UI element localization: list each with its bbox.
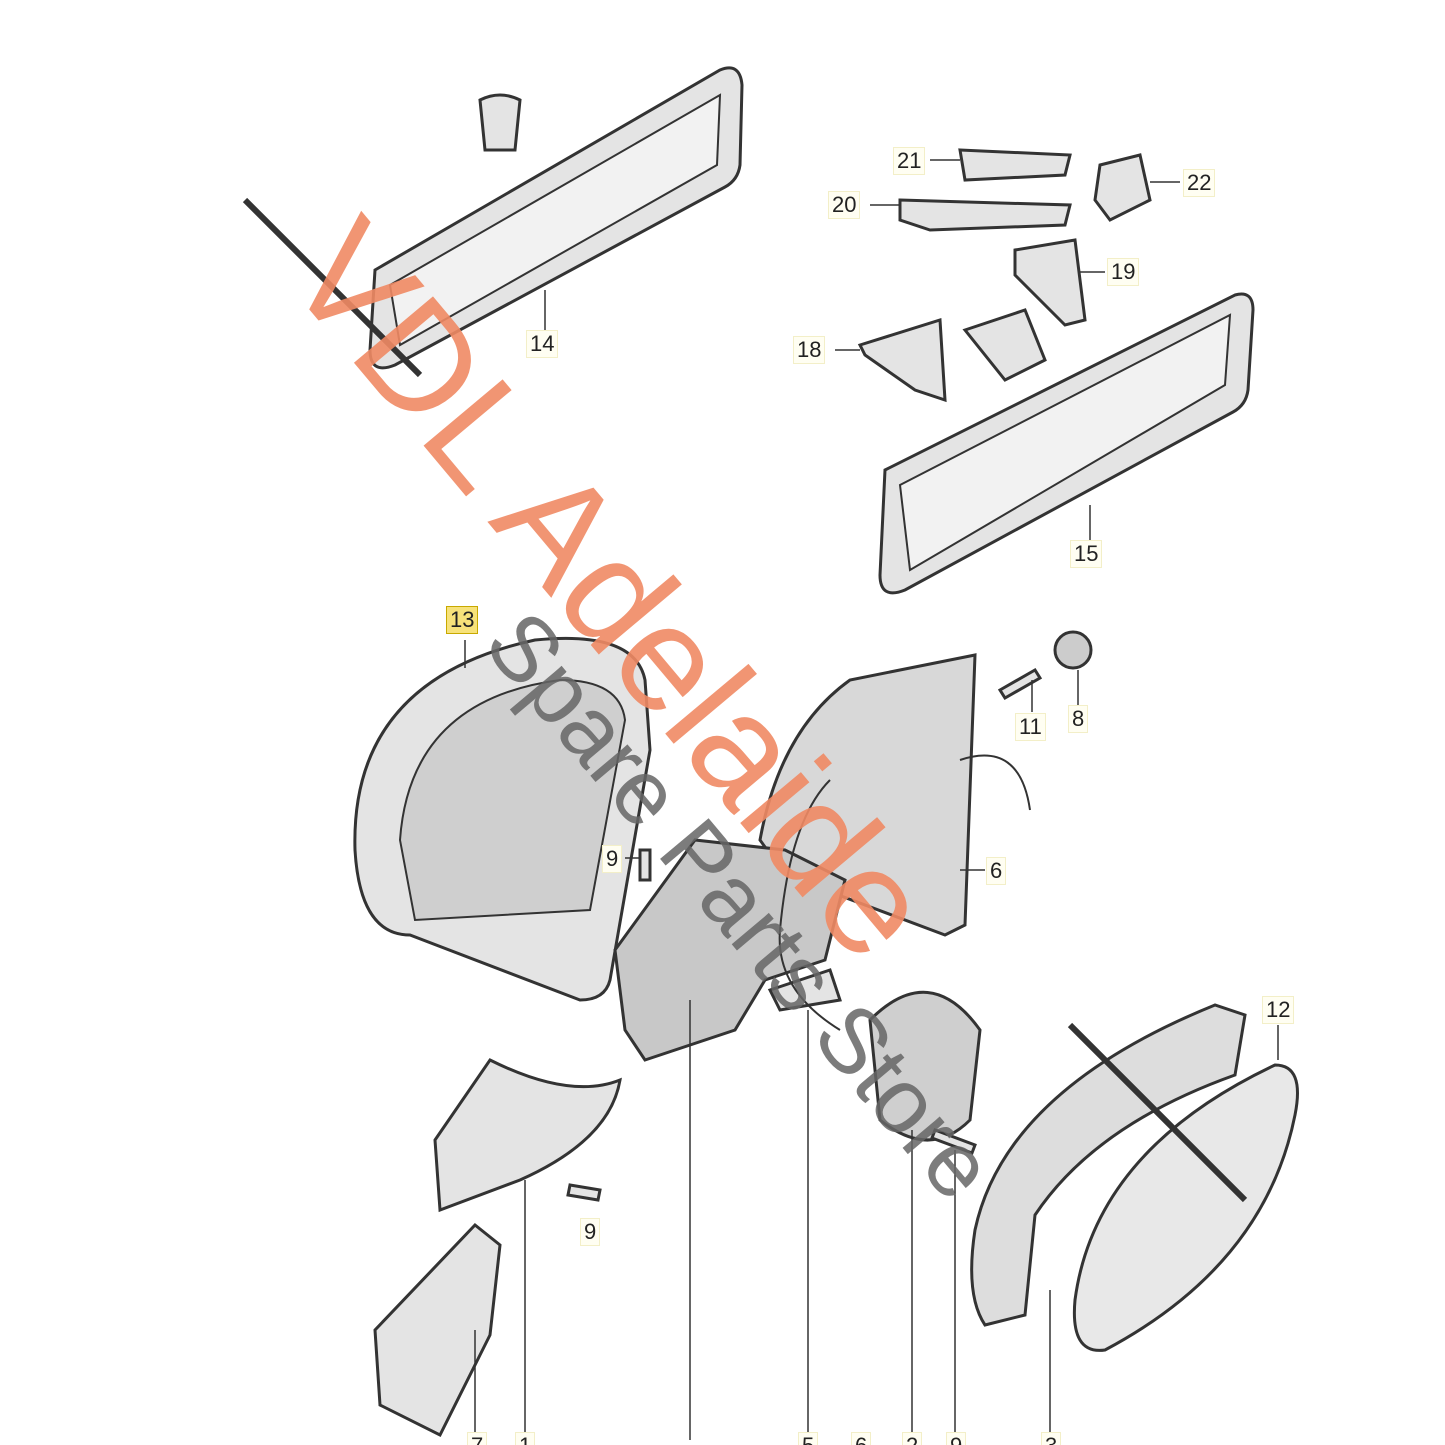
cable-6 bbox=[959, 754, 1031, 811]
screw-9-b bbox=[566, 1183, 602, 1202]
callout-21: 21 bbox=[893, 147, 926, 175]
callout-6-right: 6 bbox=[986, 857, 1007, 885]
screw-9-a bbox=[638, 848, 652, 882]
callout-20: 20 bbox=[828, 191, 861, 219]
callout-9-lower: 9 bbox=[580, 1218, 601, 1246]
callout-12: 12 bbox=[1262, 996, 1295, 1024]
lower-cover-7 bbox=[373, 1222, 502, 1438]
lower-cover-1 bbox=[433, 1058, 622, 1213]
callout-13: 13 bbox=[446, 606, 479, 634]
rear-view-mirror-14 bbox=[368, 66, 744, 370]
callout-9-upper: 9 bbox=[602, 845, 623, 873]
cover-18 bbox=[857, 317, 947, 403]
callout-7: 7 bbox=[467, 1432, 488, 1445]
slash-marks bbox=[242, 197, 1248, 1203]
callout-14: 14 bbox=[526, 330, 559, 358]
cable bbox=[778, 779, 841, 1031]
callout-15: 15 bbox=[1070, 540, 1103, 568]
bolt-8 bbox=[1053, 630, 1093, 670]
screw-9-c bbox=[930, 1128, 977, 1155]
wedge-5 bbox=[767, 968, 842, 1012]
callout-1: 1 bbox=[515, 1432, 536, 1445]
cover-21 bbox=[958, 148, 1072, 182]
callout-19: 19 bbox=[1107, 258, 1140, 286]
rear-view-mirror-15 bbox=[878, 292, 1255, 595]
callout-18: 18 bbox=[793, 336, 826, 364]
cover-20 bbox=[898, 198, 1072, 232]
screw-11 bbox=[997, 667, 1043, 701]
callout-5: 5 bbox=[798, 1432, 819, 1445]
callout-11: 11 bbox=[1015, 713, 1046, 741]
callout-8: 8 bbox=[1068, 705, 1089, 733]
callout-3: 3 bbox=[1041, 1432, 1062, 1445]
callout-9-bottom: 9 bbox=[946, 1432, 967, 1445]
adjust-motor-3 bbox=[868, 990, 982, 1142]
leader-lines bbox=[464, 159, 1279, 1440]
callout-6-bottom: 6 bbox=[851, 1432, 872, 1445]
callout-2: 2 bbox=[902, 1432, 923, 1445]
callout-22: 22 bbox=[1183, 169, 1216, 197]
mirror-housing-13 bbox=[353, 636, 652, 1002]
bracket-22 bbox=[1093, 153, 1152, 222]
cover-19 bbox=[1013, 238, 1087, 327]
mirror-base-1 bbox=[613, 838, 847, 1062]
trim-ring-2 bbox=[970, 1003, 1247, 1327]
mirror-glass-12 bbox=[1072, 1063, 1299, 1352]
mount-17 bbox=[962, 308, 1047, 382]
